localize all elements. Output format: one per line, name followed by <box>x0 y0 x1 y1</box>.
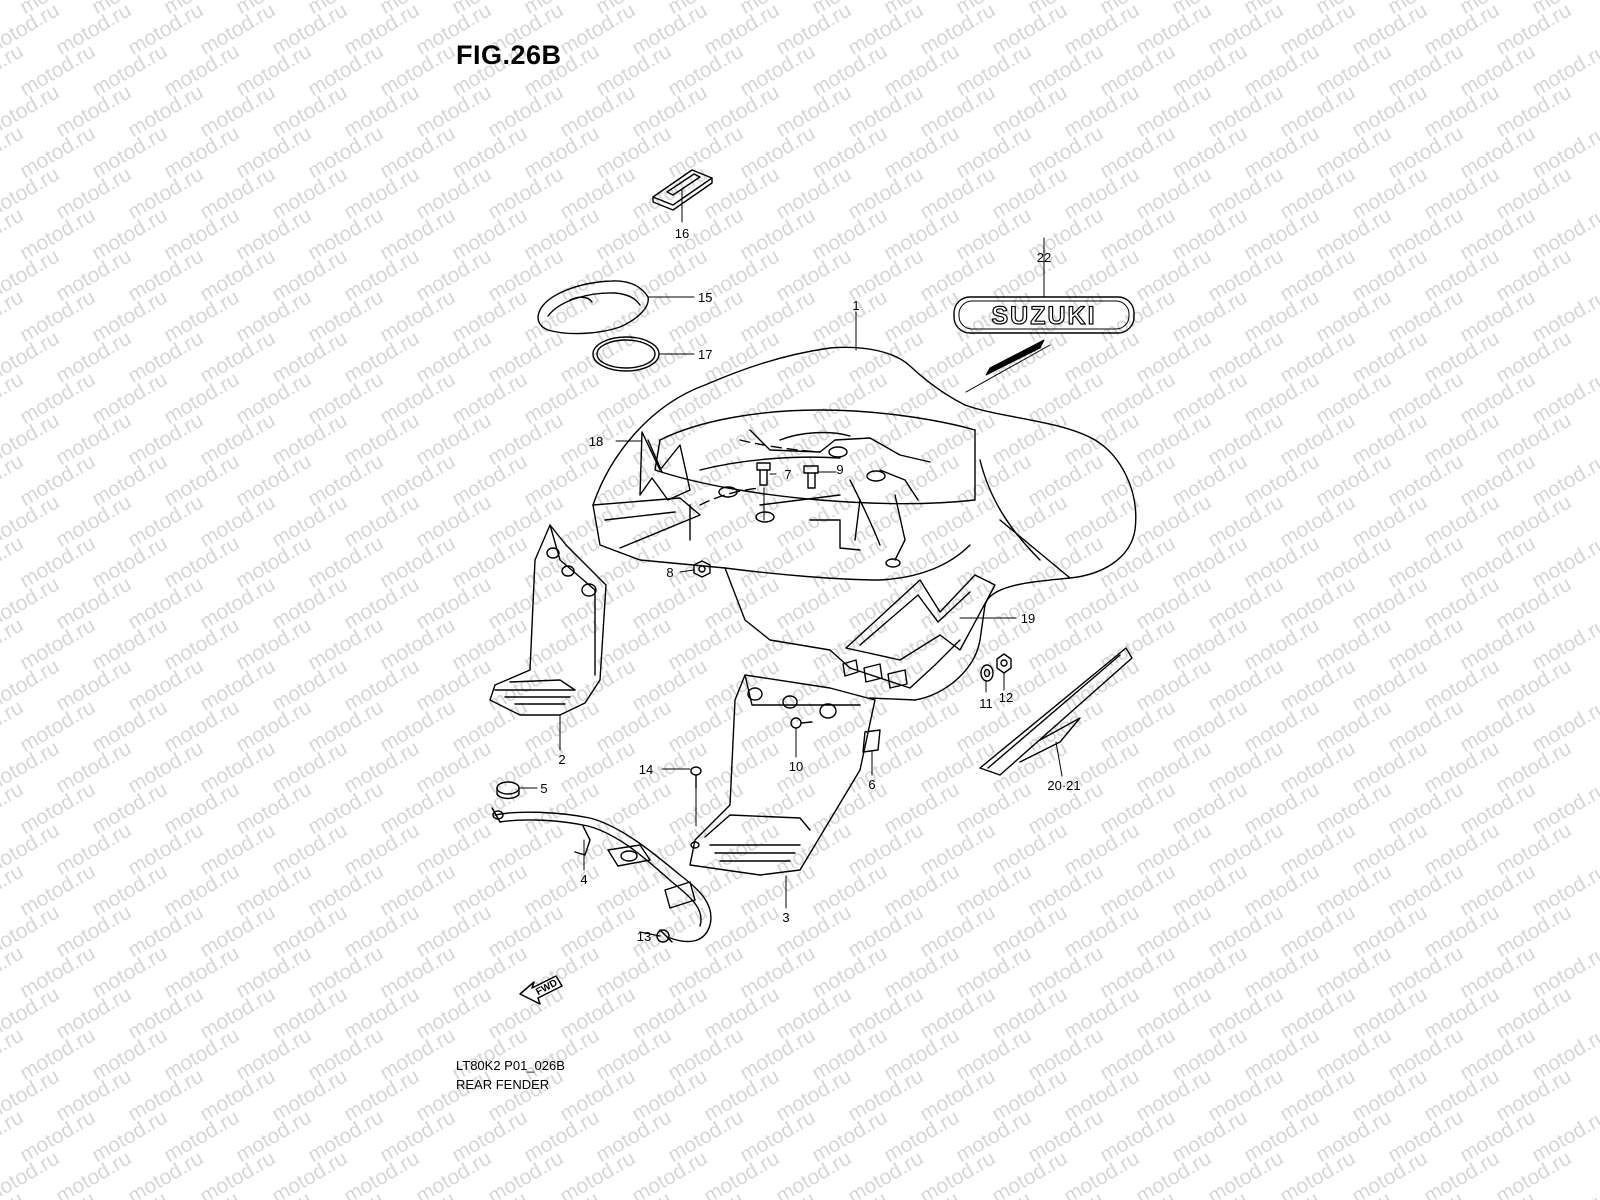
fwd-label: FWD <box>534 978 559 998</box>
part-9-bolt <box>803 465 819 489</box>
part-15-pad <box>537 280 649 335</box>
emblem-text: SUZUKI <box>991 302 1096 330</box>
part-14-screw <box>690 766 702 789</box>
callout-7: 7 <box>784 467 791 482</box>
part-17-ring <box>592 336 660 372</box>
part-19-decal <box>845 574 996 661</box>
part-3-mud-flap-right <box>689 674 876 876</box>
figure-code: LT80K2 P01_026B <box>456 1058 565 1073</box>
callout-13: 13 <box>637 929 651 944</box>
part-20-21-decal <box>979 647 1133 776</box>
part-11-washer <box>980 664 994 682</box>
callout-labels: 16 15 17 1 22 18 7 9 8 19 11 12 10 6 14 … <box>540 226 1080 944</box>
leader-lines <box>519 189 1063 937</box>
callout-9: 9 <box>836 462 843 477</box>
part-10-screw <box>790 717 813 729</box>
part-8-nut <box>693 560 711 578</box>
callout-14: 14 <box>639 762 653 777</box>
figure-title: FIG.26B <box>456 40 562 70</box>
part-16-plate <box>652 169 713 211</box>
callout-1: 1 <box>852 298 859 313</box>
part-12-nut <box>996 653 1012 674</box>
figure-name: REAR FENDER <box>456 1077 550 1092</box>
callout-6: 6 <box>868 777 875 792</box>
figure-footer: LT80K2 P01_026B REAR FENDER <box>456 1056 565 1094</box>
part-18-decal <box>639 431 691 501</box>
fwd-arrow-icon <box>519 975 563 1005</box>
part-1-rear-fender <box>592 346 1137 701</box>
callout-11: 11 <box>979 696 993 711</box>
callout-10: 10 <box>789 759 803 774</box>
part-6-pad <box>862 729 881 753</box>
callout-22: 22 <box>1037 250 1051 265</box>
callout-15: 15 <box>698 290 712 305</box>
part-4-bracket <box>491 807 712 943</box>
callout-4: 4 <box>580 872 587 887</box>
part-2-mud-flap-left <box>489 524 607 716</box>
callout-18: 18 <box>589 434 603 449</box>
callout-20-21: 20·21 <box>1047 778 1080 793</box>
decal-accent <box>985 339 1045 376</box>
callout-19: 19 <box>1021 611 1035 626</box>
part-7-bolt <box>756 462 771 486</box>
callout-12: 12 <box>999 690 1013 705</box>
callout-5: 5 <box>540 781 547 796</box>
callout-8: 8 <box>666 565 673 580</box>
part-5-cap <box>496 781 520 800</box>
callout-17: 17 <box>698 347 712 362</box>
callout-16: 16 <box>675 226 689 241</box>
callout-2: 2 <box>558 752 565 767</box>
callout-3: 3 <box>782 910 789 925</box>
